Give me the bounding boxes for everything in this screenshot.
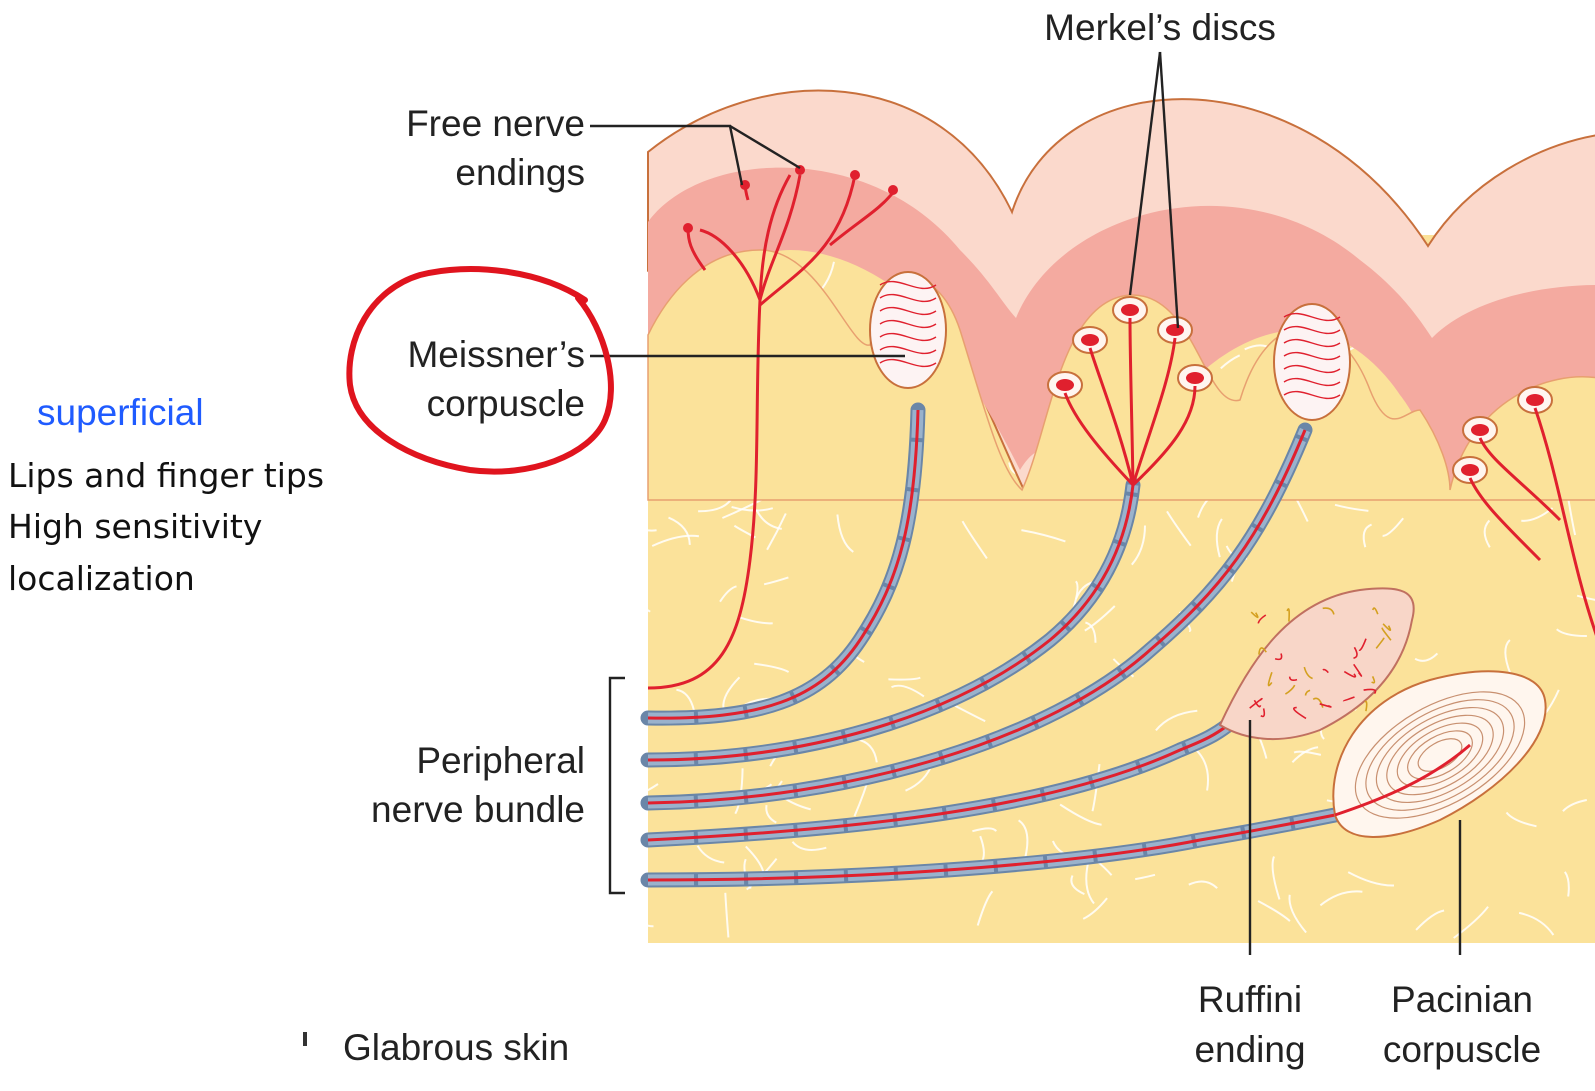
free-nerve-tip — [850, 170, 860, 180]
meissner-label-line1: Meissner’s — [407, 334, 585, 375]
note-line-2: High sensitivity — [8, 507, 262, 546]
merkel-cell — [1471, 424, 1489, 436]
ruffini-label-line2: ending — [1194, 1029, 1305, 1070]
ruffini-label-line1: Ruffini — [1198, 979, 1302, 1020]
pacinian-label-line2: corpuscle — [1383, 1029, 1541, 1070]
note-line-1: Lips and finger tips — [8, 456, 324, 495]
peripheral-bracket — [610, 678, 625, 893]
free-nerve-label-line2: endings — [455, 152, 585, 193]
meissner-corpuscle — [1274, 304, 1350, 420]
peripheral-label-line2: nerve bundle — [371, 789, 585, 830]
note-line-3: localization — [8, 559, 195, 598]
dermis-fiber — [631, 610, 650, 617]
merkel-cell — [1526, 394, 1544, 406]
meissner-corpuscle — [870, 272, 946, 388]
caption-mark — [303, 1032, 307, 1046]
free-nerve-label-line1: Free nerve — [406, 103, 585, 144]
merkel-cell — [1186, 372, 1204, 384]
merkel-cell — [1056, 379, 1074, 391]
peripheral-label-line1: Peripheral — [416, 740, 585, 781]
free-nerve-tip — [683, 223, 693, 233]
free-nerve-tip — [888, 185, 898, 195]
merkel-cell — [1461, 464, 1479, 476]
merkel-cell — [1166, 324, 1184, 336]
merkel-cell — [1081, 334, 1099, 346]
note-superficial: superficial — [37, 392, 204, 433]
figure-caption: Glabrous skin — [343, 1027, 569, 1068]
pacinian-label-line1: Pacinian — [1391, 979, 1533, 1020]
merkel-cell — [1121, 304, 1139, 316]
merkel-label: Merkel’s discs — [1044, 7, 1276, 48]
meissner-label-line2: corpuscle — [427, 383, 585, 424]
